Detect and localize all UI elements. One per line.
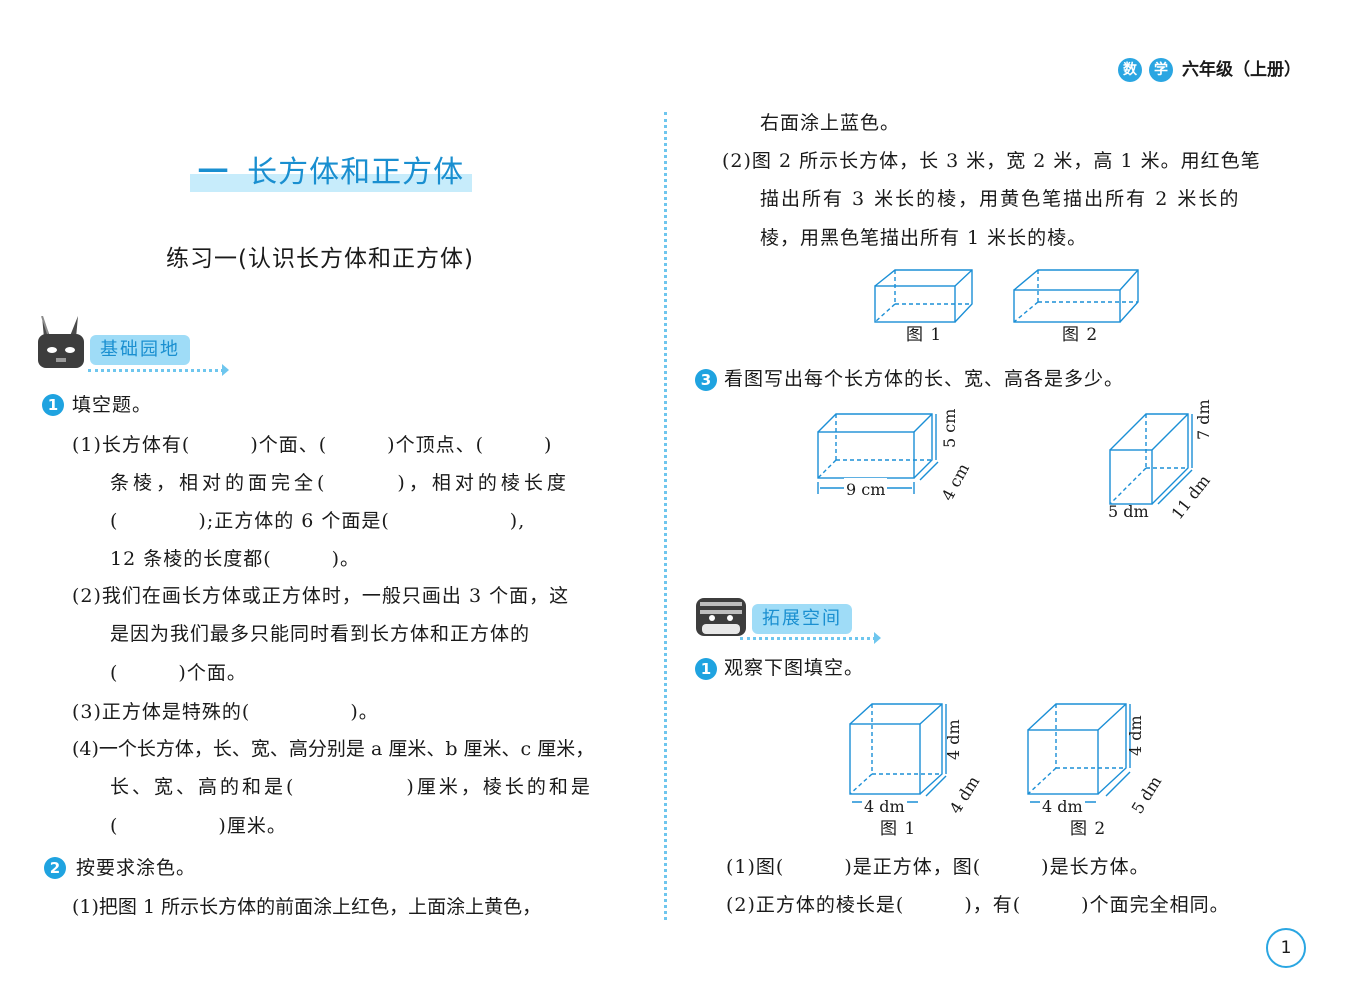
zebra-mascot-icon: [694, 594, 750, 642]
q3-a-length-label: 9 cm: [844, 478, 888, 502]
q3-cuboid-a: [810, 404, 970, 508]
section-basic-arrow: [88, 369, 224, 372]
rabbit-mascot-icon: [36, 315, 92, 374]
q2-line: (1)把图 1 所示长方体的前面涂上红色，上面涂上黄色，: [72, 896, 542, 918]
subject-badge-2: 学: [1149, 58, 1173, 82]
q2-figure-2-caption: 图 2: [1062, 325, 1099, 345]
question-title: 按要求涂色。: [76, 857, 197, 879]
question-title: 观察下图填空。: [724, 657, 865, 679]
q1-line: 12 条棱的长度都( )。: [110, 548, 361, 570]
page-number: 1: [1266, 928, 1306, 968]
e1-f1-length-label: 4 dm: [862, 795, 907, 819]
chapter-title: 长方体和正方体: [247, 155, 465, 190]
section-extend-arrow: [740, 637, 876, 640]
q1-line: 是因为我们最多只能同时看到长方体和正方体的: [110, 623, 531, 645]
question-title: 填空题。: [72, 394, 153, 416]
q2-figure-1-caption: 图 1: [906, 325, 943, 345]
grade-label: 六年级（上册）: [1182, 60, 1301, 80]
q1-line: ( );正方体的 6 个面是( ),: [110, 510, 526, 532]
q1-line: (3)正方体是特殊的( )。: [72, 701, 379, 723]
q2-line: 棱，用黑色笔描出所有 1 米长的棱。: [760, 227, 1088, 249]
question-number: 3: [695, 369, 717, 391]
e1-f1-height-label: 4 dm: [944, 719, 963, 760]
q1-line: (2)我们在画长方体或正方体时，一般只画出 3 个面，这: [72, 585, 570, 607]
e1-f2-length-label: 4 dm: [1040, 795, 1085, 819]
arrowhead-icon: [222, 364, 229, 376]
q3-a-height-label: 5 cm: [940, 408, 959, 448]
q1-line: (1)长方体有( )个面、( )个顶点、( ): [72, 434, 553, 456]
e1-cuboid-figure-2: [1024, 700, 1148, 816]
chapter-title-box: 一 长方体和正方体: [190, 155, 473, 192]
e1-f2-height-label: 4 dm: [1126, 715, 1145, 756]
q1-line: 条棱，相对的面完全( )，相对的棱长度: [110, 472, 570, 494]
section-basic-label: 基础园地: [90, 335, 190, 365]
e1-figure-2-caption: 图 2: [1070, 819, 1107, 839]
q2-line: 描出所有 3 米长的棱，用黄色笔描出所有 2 米长的: [760, 188, 1241, 210]
section-extend-label: 拓展空间: [752, 604, 852, 634]
question-number: 1: [42, 394, 64, 416]
question-number: 1: [695, 658, 717, 680]
q3-b-length-label: 5 dm: [1108, 502, 1149, 521]
q1-line: 长、宽、高的和是( )厘米，棱长的和是: [110, 776, 593, 798]
q2-line: (2)图 2 所示长方体，长 3 米，宽 2 米，高 1 米。用红色笔: [722, 150, 1261, 172]
e1-figure-1-caption: 图 1: [880, 819, 917, 839]
question-number: 2: [44, 857, 66, 879]
chapter-number: 一: [198, 155, 228, 190]
q1-line: (4)一个长方体，长、宽、高分别是 a 厘米、b 厘米、c 厘米，: [72, 738, 595, 760]
subject-badge-1: 数: [1118, 58, 1142, 82]
q3-b-height-label: 7 dm: [1194, 399, 1213, 440]
page-divider: [664, 112, 667, 920]
question-title: 看图写出每个长方体的长、宽、高各是多少。: [724, 368, 1125, 390]
q1-line: ( )厘米。: [110, 815, 287, 837]
q2-figure-2: [1010, 266, 1142, 332]
lesson-title: 练习一(认识长方体和正方体): [166, 246, 474, 272]
q1-line: ( )个面。: [110, 662, 247, 684]
e1-line: (1)图( )是正方体，图( )是长方体。: [726, 856, 1150, 878]
q2-line: 右面涂上蓝色。: [760, 112, 901, 134]
q3-cuboid-b: [1100, 404, 1210, 520]
q2-figure-1: [872, 266, 976, 332]
arrowhead-icon: [874, 632, 881, 644]
e1-line: (2)正方体的棱长是( )，有( )个面完全相同。: [726, 894, 1230, 916]
